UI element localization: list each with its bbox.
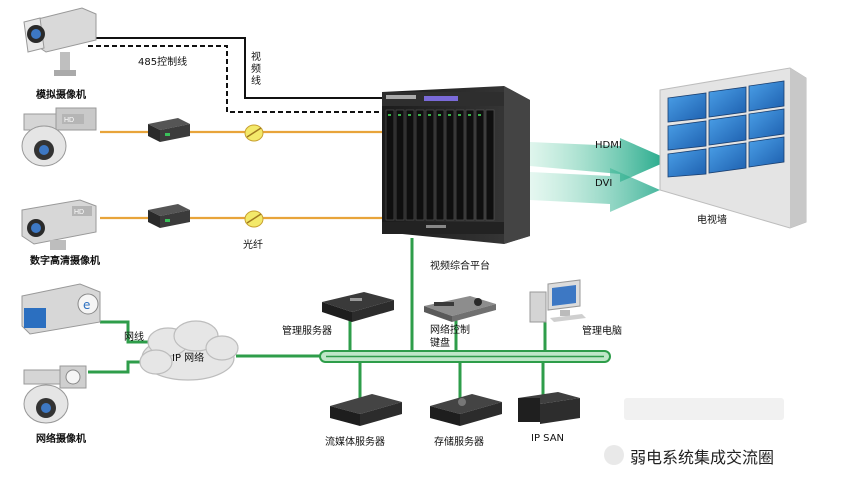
video-wall [659,67,807,229]
digital-hd-camera: HD [21,199,97,250]
label-management-pc: 管理电脑 [582,326,622,337]
fiber-coupler-2 [244,210,264,228]
label-management-server: 管理服务器 [282,326,332,337]
hdmi-arrow [530,138,670,182]
label-digital-hd-camera: 数字高清摄像机 [30,256,100,267]
video-line [92,37,382,99]
hd-dome-camera: HD [21,107,97,167]
fiber-converter-2 [148,204,190,228]
watermark-text: 弱电系统集成交流圈 [630,448,775,467]
ip-san-device [518,392,580,424]
fiber-coupler-1 [244,124,264,142]
blurred-region [624,398,784,420]
label-storage-server: 存储服务器 [434,437,484,448]
network-keyboard-device [424,296,496,322]
streaming-server-device [330,394,402,426]
label-ip-network: IP 网络 [172,353,205,364]
label-analog-camera: 模拟摄像机 [36,90,86,101]
network-dome-camera [23,365,87,424]
hd-badge: HD [64,117,74,124]
video-platform-rack [382,86,530,244]
hd-badge-2: HD [74,209,84,216]
label-dvi: DVI [595,178,613,189]
label-485-control-line: 485控制线 [138,57,188,68]
label-hdmi: HDMI [595,140,622,151]
label-video-platform: 视频综合平台 [430,261,490,272]
svg-text:e: e [83,298,90,312]
network-bullet-camera: e [21,283,101,335]
storage-server-device [430,394,502,426]
fiber-converter-1 [148,118,190,142]
net-line-cam1 [100,320,150,344]
ip-network-cloud [139,320,239,381]
net-line-cam2 [88,360,150,374]
management-server-device [322,292,394,322]
analog-camera [23,7,97,76]
label-video-line: 视频线 [251,52,261,87]
control-line-485 [88,45,382,113]
network-bus [319,350,611,363]
label-streaming-server: 流媒体服务器 [325,437,385,448]
label-video-wall: 电视墙 [697,215,727,226]
label-ip-san: IP SAN [531,433,565,444]
label-fiber: 光纤 [243,240,263,251]
wechat-icon [604,445,624,465]
dvi-arrow [530,168,660,212]
label-network-cable: 网线 [124,332,144,343]
label-network-camera: 网络摄像机 [36,434,86,445]
label-network-keyboard: 网络控制键盘 [430,325,470,349]
management-pc-device [529,279,586,323]
